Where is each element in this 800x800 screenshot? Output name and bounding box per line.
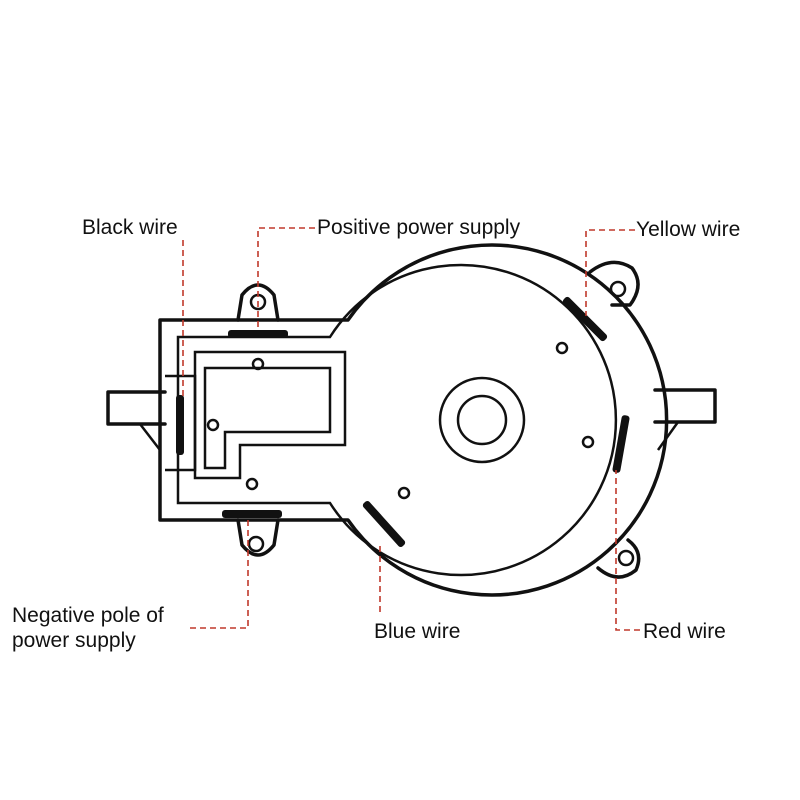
right-shaft — [653, 388, 717, 424]
screws — [206, 341, 595, 500]
housing-inner — [176, 263, 618, 577]
leader-negative — [190, 518, 249, 629]
center-bearing-outer — [438, 376, 526, 464]
yellow-contact — [562, 296, 608, 342]
housing-outer — [158, 243, 669, 597]
left-recess — [165, 374, 197, 472]
label-yellow-wire: Yellow wire — [636, 218, 741, 241]
label-positive-power-supply: Positive power supply — [317, 216, 521, 239]
label-negative-pole-line1: Negative pole of — [12, 604, 164, 627]
label-negative-pole-line2: power supply — [12, 629, 136, 652]
right-shaft-brace — [656, 421, 680, 451]
blue-contact — [362, 501, 406, 547]
inner-chamber — [193, 350, 347, 480]
mount-ear-top-right — [588, 260, 640, 307]
left-shaft-brace — [139, 423, 161, 451]
label-black-wire: Black wire — [82, 216, 178, 239]
red-contact — [612, 415, 630, 473]
label-blue-wire: Blue wire — [374, 620, 461, 643]
label-red-wire: Red wire — [643, 620, 726, 643]
mount-ear-bottom-right — [596, 538, 641, 579]
black-contact — [176, 395, 184, 455]
negative-contact — [222, 510, 282, 518]
leader-positive — [257, 227, 315, 330]
leader-yellow — [585, 229, 635, 316]
center-bearing-inner — [456, 394, 508, 446]
leader-red — [615, 470, 640, 631]
leader-lines — [182, 227, 640, 631]
mount-ear-bottom-left — [236, 518, 280, 557]
inner-chamber-offset — [203, 366, 332, 470]
positive-contact — [228, 330, 288, 338]
left-shaft — [106, 390, 167, 426]
